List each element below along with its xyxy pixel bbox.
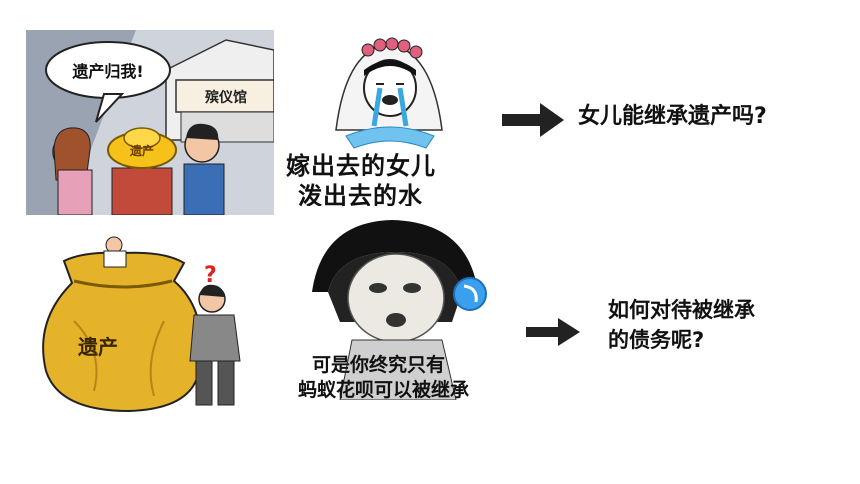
ant-credit-meme: 可是你终究只有 蚂蚁花呗可以被继承: [292, 212, 506, 400]
meme2-caption-line2: 蚂蚁花呗可以被继承: [298, 379, 470, 400]
arrow-right-icon: [502, 103, 564, 137]
arrow-right-icon: [526, 318, 580, 346]
funeral-home-sign: 殡仪馆: [205, 90, 247, 106]
crying-bride-meme: 嫁出去的女儿 泼出去的水: [276, 30, 502, 206]
speech-bubble-text: 遗产归我!: [72, 62, 144, 81]
meme1-caption-line2: 泼出去的水: [298, 182, 423, 206]
question-mark: ?: [204, 263, 217, 288]
money-bag-comic: ? 遗产: [34, 231, 274, 412]
meme2-caption-line1: 可是你终究只有: [312, 354, 446, 376]
question-debt-line1: 如何对待被继承: [608, 298, 755, 322]
question-debt-line2: 的债务呢?: [608, 328, 705, 352]
ingot-label: 遗产: [129, 144, 154, 158]
meme1-caption-line1: 嫁出去的女儿: [286, 152, 436, 180]
question-daughter-inheritance: 女儿能继承遗产吗?: [578, 104, 767, 129]
bag-label: 遗产: [78, 335, 118, 359]
inheritance-dispute-comic: 遗产归我! 殡仪馆 遗产: [26, 30, 274, 215]
